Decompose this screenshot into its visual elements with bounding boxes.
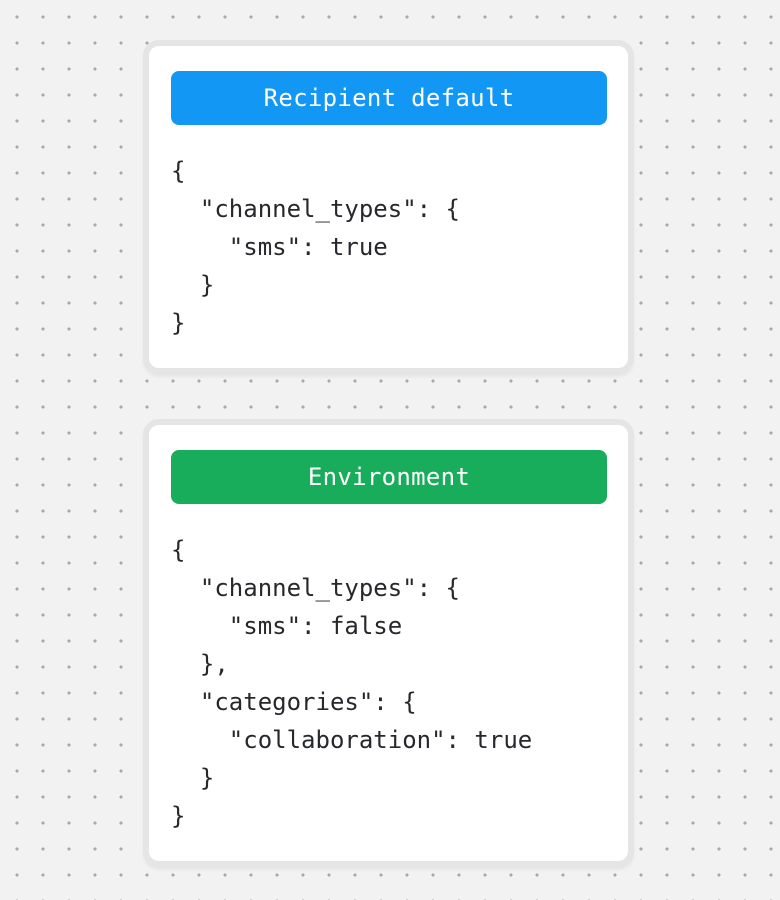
recipient-default-card: Recipient default { "channel_types": { "…	[143, 40, 634, 374]
recipient-default-header-label: Recipient default	[263, 84, 515, 112]
environment-json-code: { "channel_types": { "sms": false }, "ca…	[171, 536, 533, 830]
environment-header-label: Environment	[307, 463, 471, 491]
recipient-default-json-code: { "channel_types": { "sms": true } }	[171, 157, 460, 337]
environment-card: Environment { "channel_types": { "sms": …	[143, 419, 634, 867]
environment-header-badge: Environment	[171, 450, 607, 504]
recipient-default-header-badge: Recipient default	[171, 71, 607, 125]
